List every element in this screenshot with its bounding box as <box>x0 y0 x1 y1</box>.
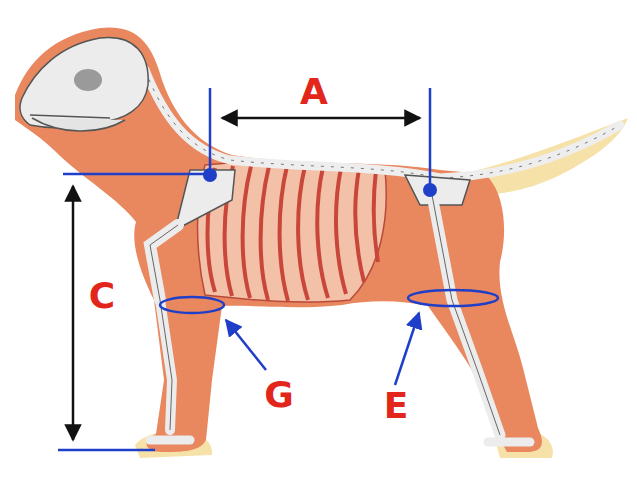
dimension-letter: E <box>384 388 409 424</box>
dimension-letter: A <box>300 74 328 110</box>
dimension-letter: C <box>89 278 115 314</box>
dimension-letter: G <box>264 377 294 413</box>
